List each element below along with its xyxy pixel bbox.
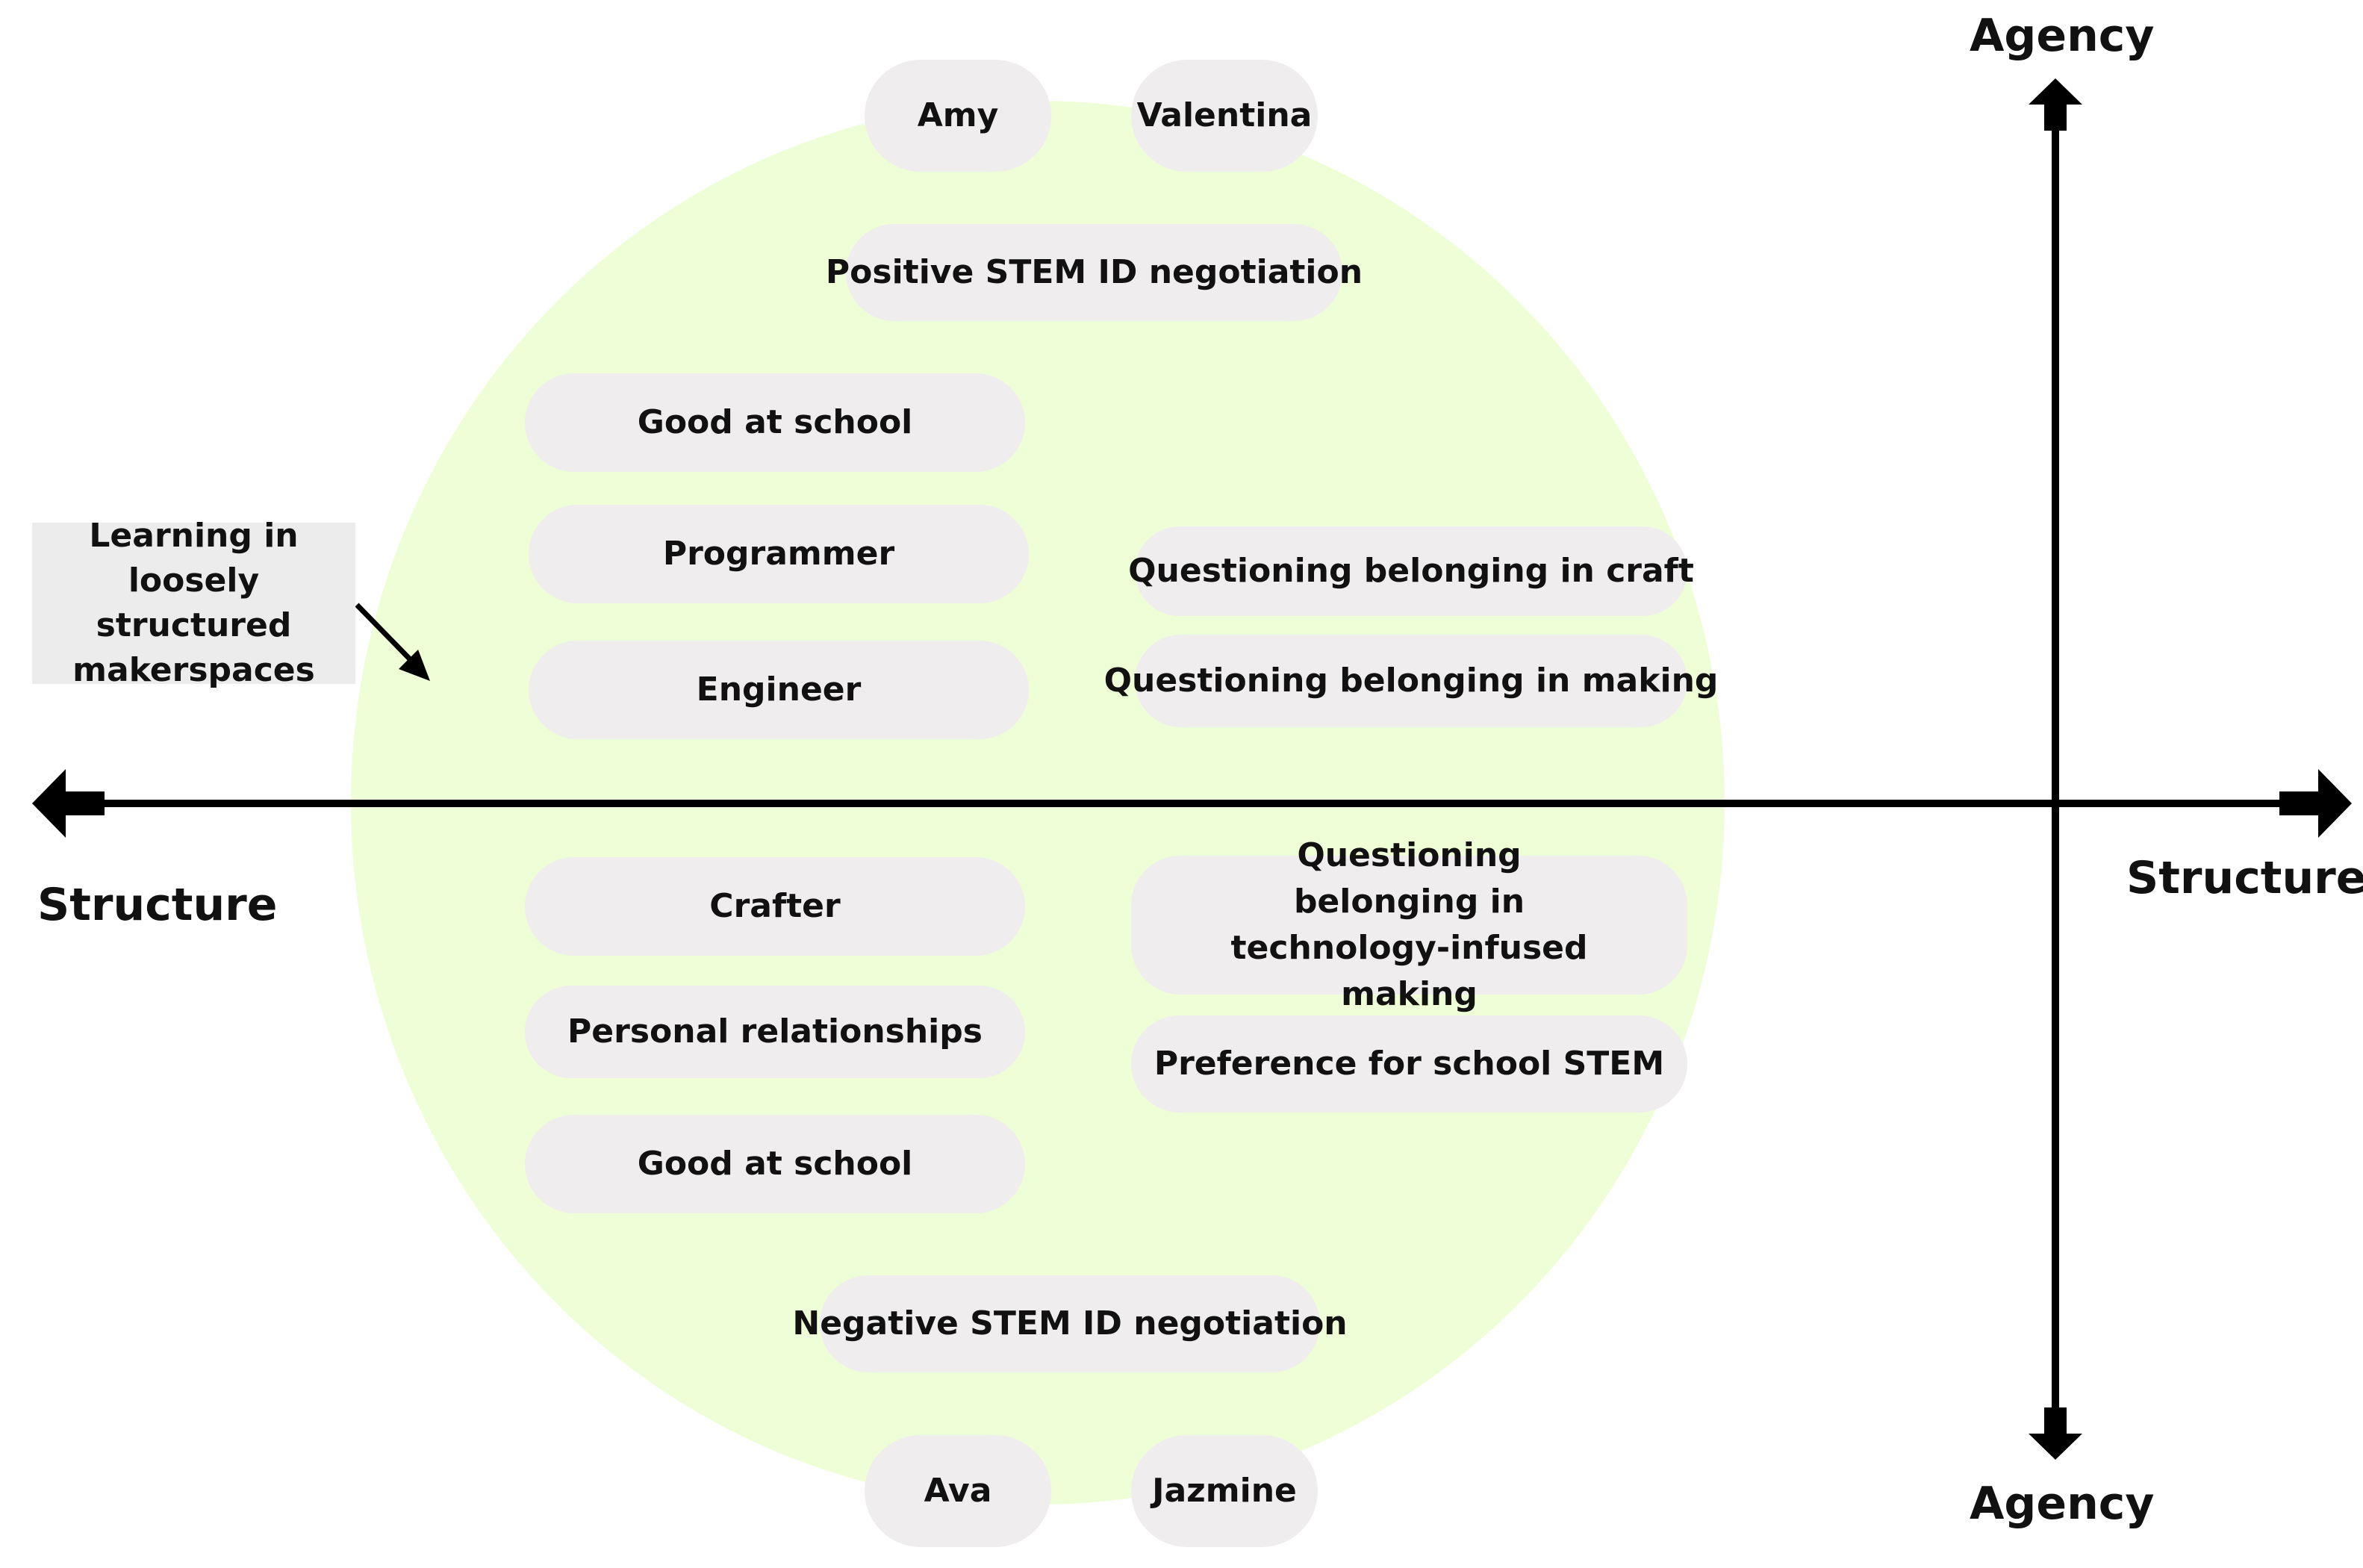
axis-label-structure-left: Structure bbox=[37, 879, 278, 931]
annotation-arrow-line bbox=[355, 603, 417, 667]
left-arrow-head bbox=[32, 769, 105, 838]
right-arrow-head bbox=[2279, 769, 2352, 838]
node-questioning-belonging-technology: Questioning belonging in technology-infu… bbox=[1131, 836, 1687, 1013]
node-preference-school-stem: Preference for school STEM bbox=[1131, 1015, 1687, 1113]
node-good-at-school-bottom: Good at school bbox=[525, 1115, 1025, 1213]
node-negative-stem-id-negotiation: Negative STEM ID negotiation bbox=[792, 1275, 1348, 1372]
node-amy: Amy bbox=[865, 60, 1051, 172]
node-crafter: Crafter bbox=[525, 857, 1025, 956]
axis-label-agency-top: Agency bbox=[1970, 10, 2155, 62]
node-good-at-school-top: Good at school bbox=[525, 373, 1025, 472]
node-questioning-belonging-making: Questioning belonging in making bbox=[1104, 635, 1718, 727]
annotation-arrow-head bbox=[399, 650, 430, 681]
node-questioning-belonging-craft: Questioning belonging in craft bbox=[1128, 526, 1694, 616]
node-ava: Ava bbox=[865, 1435, 1051, 1547]
node-jazmine: Jazmine bbox=[1131, 1435, 1318, 1547]
node-valentina: Valentina bbox=[1131, 60, 1318, 172]
node-programmer: Programmer bbox=[529, 505, 1029, 603]
makerspace-annotation: Learning in loosely structured makerspac… bbox=[32, 517, 355, 689]
bottom-arrow-head bbox=[2029, 1407, 2082, 1460]
axis-label-structure-right: Structure bbox=[2126, 852, 2363, 904]
top-arrow-head bbox=[2029, 78, 2082, 131]
node-positive-stem-id-negotiation: Positive STEM ID negotiation bbox=[826, 224, 1363, 321]
node-personal-relationships: Personal relationships bbox=[525, 986, 1025, 1078]
node-engineer: Engineer bbox=[529, 641, 1029, 739]
axis-label-agency-bottom: Agency bbox=[1970, 1478, 2155, 1530]
